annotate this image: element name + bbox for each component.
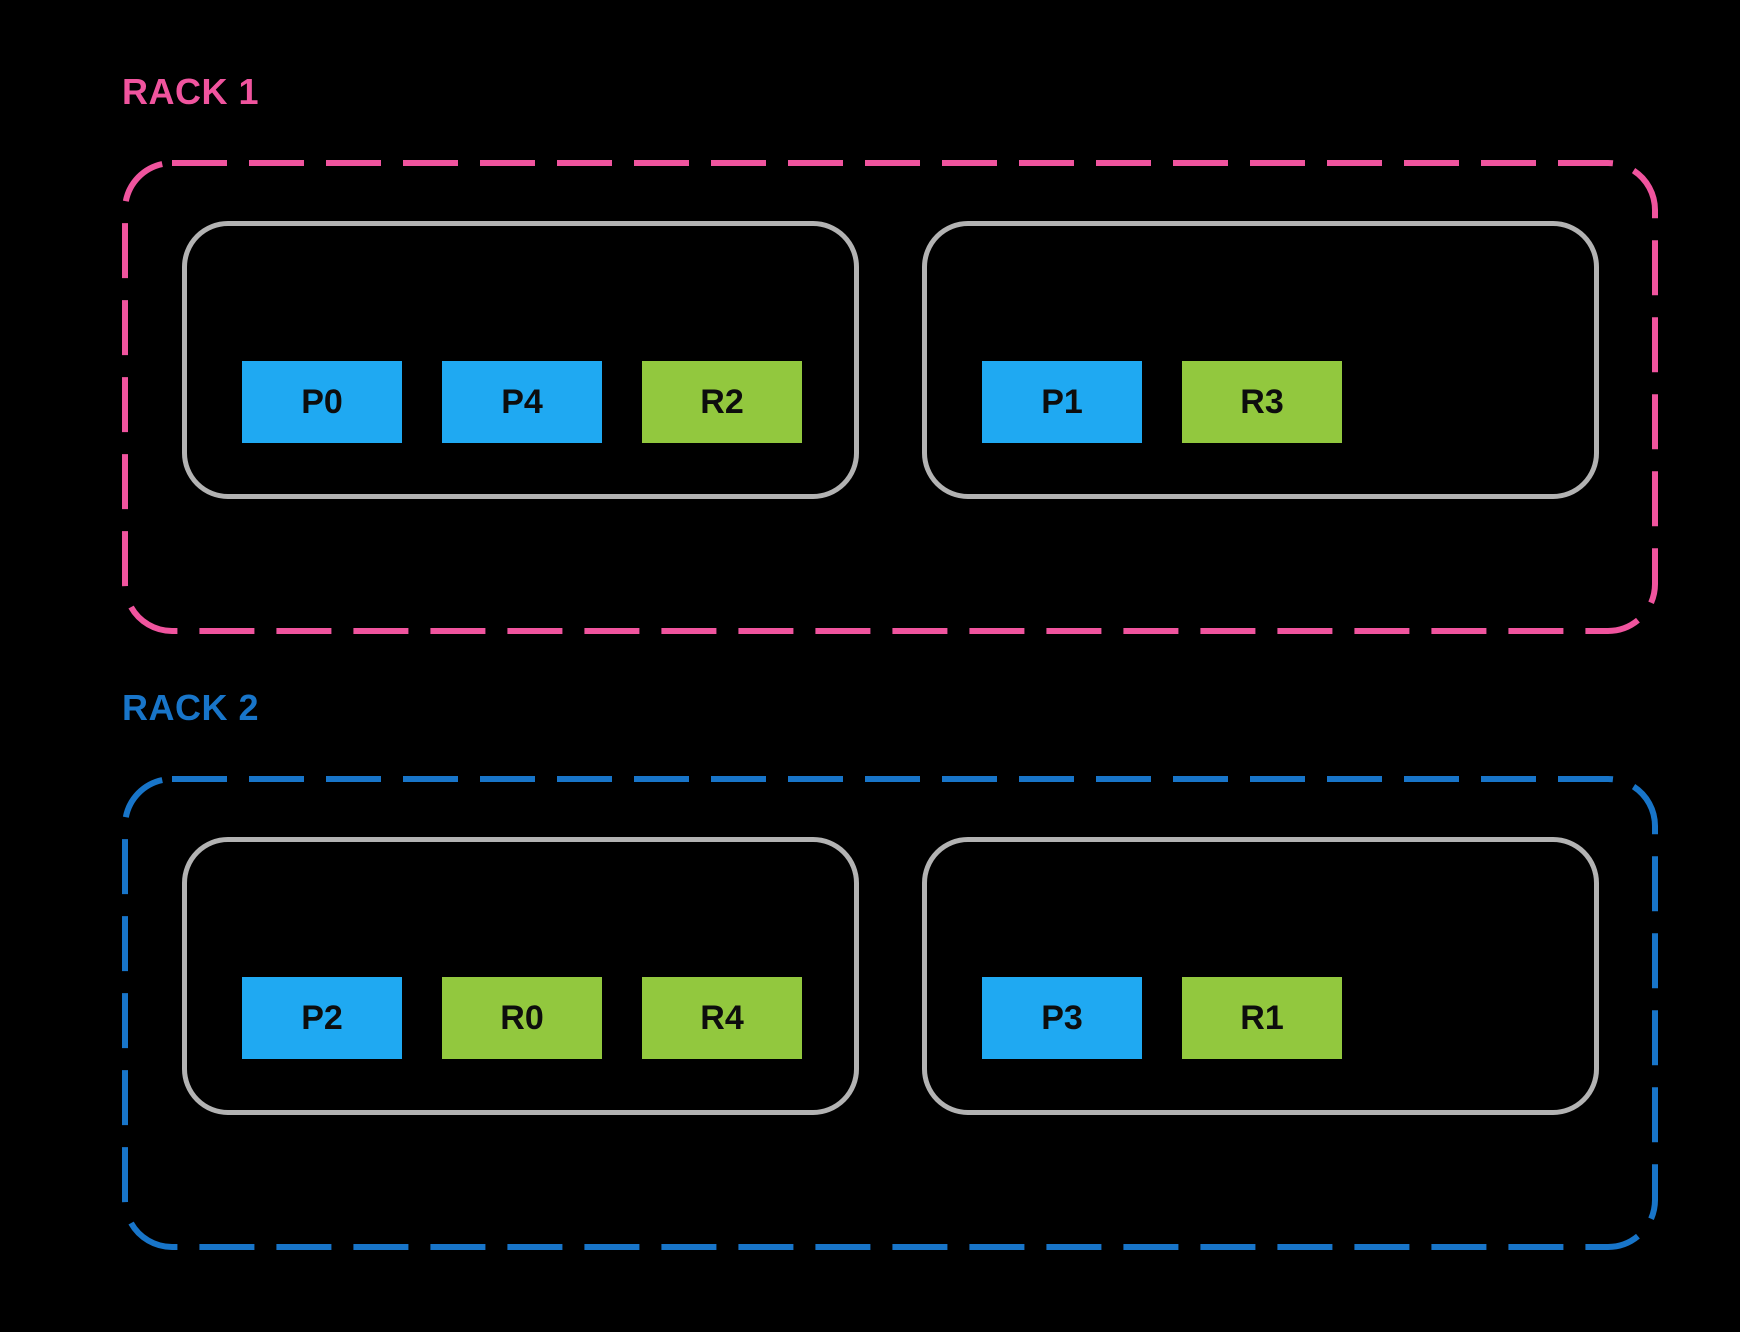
- partition-box-p2: P2: [242, 977, 402, 1059]
- rack-2-host-1: P2 R0 R4: [182, 837, 859, 1115]
- partition-box-p3: P3: [982, 977, 1142, 1059]
- partition-box-p1: P1: [982, 361, 1142, 443]
- replica-box-r1: R1: [1182, 977, 1342, 1059]
- rack-2-boundary: P2 R0 R4 P3 R1: [122, 776, 1658, 1250]
- rack-2-label: RACK 2: [122, 687, 260, 728]
- replica-box-r4: R4: [642, 977, 802, 1059]
- rack-1-label: RACK 1: [122, 71, 260, 112]
- replica-box-r0: R0: [442, 977, 602, 1059]
- rack-1-host-2: P1 R3: [922, 221, 1599, 499]
- rack-2-host-2: P3 R1: [922, 837, 1599, 1115]
- rack-1-host-1: P0 P4 R2: [182, 221, 859, 499]
- rack-2-dashed-outline: [122, 776, 1658, 1250]
- replica-box-r2: R2: [642, 361, 802, 443]
- partition-box-p4: P4: [442, 361, 602, 443]
- partition-box-p0: P0: [242, 361, 402, 443]
- replica-box-r3: R3: [1182, 361, 1342, 443]
- rack-1-dashed-outline: [122, 160, 1658, 634]
- rack-1-boundary: P0 P4 R2 P1 R3: [122, 160, 1658, 634]
